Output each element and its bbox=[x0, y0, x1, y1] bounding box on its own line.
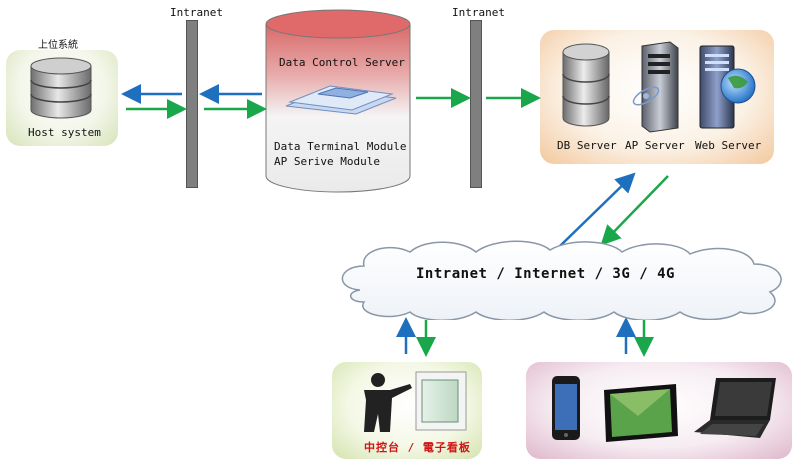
data-terminal-module-label: Data Terminal Module bbox=[274, 140, 407, 153]
intranet-left-label: Intranet bbox=[170, 6, 223, 19]
arrow-cloud-to-servers bbox=[559, 172, 636, 247]
data-control-cylinder bbox=[265, 9, 411, 193]
smartphone-icon bbox=[552, 376, 580, 440]
laptop-icon bbox=[694, 378, 776, 438]
host-system-label: Host system bbox=[28, 126, 101, 139]
db-server-label: DB Server bbox=[557, 139, 617, 152]
ap-service-module-label: AP Serive Module bbox=[274, 155, 380, 168]
console-label: 中控台 / 電子看板 bbox=[364, 441, 471, 454]
presenter-screen-icon bbox=[364, 371, 467, 432]
tablet-icon bbox=[604, 384, 678, 442]
database-icon bbox=[562, 43, 610, 127]
server-tower-icon bbox=[632, 41, 679, 133]
web-server-label: Web Server bbox=[695, 139, 762, 152]
data-control-title: Data Control Server bbox=[279, 56, 405, 69]
intranet-right-label: Intranet bbox=[452, 6, 505, 19]
arrow-servers-to-cloud bbox=[600, 175, 669, 246]
network-cloud bbox=[341, 240, 782, 320]
ap-server-label: AP Server bbox=[625, 139, 685, 152]
network-cloud-label: Intranet / Internet / 3G / 4G bbox=[416, 266, 675, 282]
database-icon bbox=[30, 57, 92, 119]
web-server-icon bbox=[699, 45, 756, 129]
host-caption-top: 上位系統 bbox=[38, 40, 78, 51]
